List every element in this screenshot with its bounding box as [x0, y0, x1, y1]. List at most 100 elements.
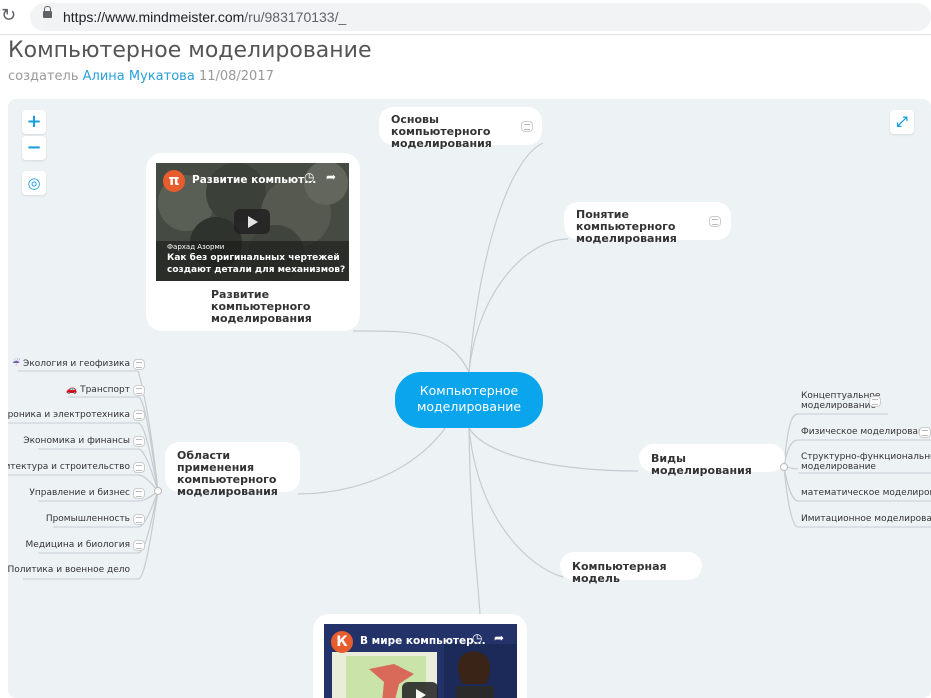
list-item-label-line2: моделирование [801, 401, 876, 411]
root-line2: моделирование [416, 399, 522, 414]
list-item-label: Политика и военное дело [8, 565, 130, 575]
branch-oblasti[interactable]: Области применения компьютерного моделир… [165, 442, 300, 498]
channel-avatar: π [163, 170, 185, 192]
list-item-label: Имитационное моделирование [801, 514, 931, 524]
clock-icon[interactable]: ◷ [304, 170, 315, 184]
note-icon[interactable] [133, 436, 145, 447]
list-item-label: Управление и бизнес [29, 488, 130, 498]
list-item[interactable]: ☔ Экология и геофизика [12, 359, 130, 369]
note-icon[interactable] [133, 488, 145, 499]
branch-razvitie-line3: моделирования [211, 312, 312, 325]
created-date: 11/08/2017 [198, 69, 274, 84]
clock-icon[interactable]: ◷ [472, 631, 483, 645]
list-item-label: Электроника и электротехника [8, 410, 130, 420]
mindmap-canvas[interactable]: + − ◎ ⤢ Компьютерное моделирование Основ… [8, 99, 931, 698]
zoom-out-button[interactable]: − [22, 136, 46, 160]
note-icon[interactable] [133, 514, 145, 525]
branch-osnovy-line2: моделирования [391, 137, 492, 150]
list-item-label: Физическое моделирование [801, 427, 931, 437]
collapse-toggle[interactable] [154, 487, 162, 495]
branch-vidy[interactable]: Виды моделирования [639, 444, 785, 477]
car-icon: 🚗 [66, 385, 78, 395]
lock-icon [43, 6, 52, 18]
note-icon[interactable] [869, 396, 881, 407]
branch-razvitie-label: Развитие компьютерного моделирования [211, 289, 312, 325]
share-icon[interactable]: ➦ [326, 170, 337, 184]
branch-oblasti-line1: Области применения [177, 449, 255, 474]
reload-icon[interactable]: ↻ [1, 5, 17, 26]
creator-link[interactable]: Алина Мукатова [82, 69, 195, 84]
list-item[interactable]: Имитационное моделирование [801, 514, 931, 524]
branch-oblasti-line3: моделирования [177, 485, 278, 498]
video-title[interactable]: Развитие компьют... [192, 174, 317, 186]
list-item-label: математическое моделирование [801, 488, 931, 498]
list-item[interactable]: Промышленность [46, 514, 130, 524]
branch-vidy-label: Виды моделирования [651, 452, 752, 477]
map-meta: создатель Алина Мукатова 11/08/2017 [8, 69, 274, 84]
branch-osnovy[interactable]: Основы компьютерного моделирования [379, 107, 542, 150]
page-title: Компьютерное моделирование [8, 38, 372, 63]
branch-ponyatie-line2: моделирования [576, 232, 677, 245]
branch-razvitie-line1: Развитие [211, 288, 270, 301]
video-razvitie[interactable]: π Развитие компьют... ◷ ➦ Фархад Азорми … [156, 163, 349, 281]
url-host: https://www.mindmeister.com [63, 9, 245, 25]
list-item[interactable]: Архитектура и строительство [8, 462, 130, 472]
list-item-label-line2: моделирование [801, 462, 876, 472]
zoom-in-button[interactable]: + [22, 110, 46, 134]
list-item[interactable]: Политика и военное дело [8, 565, 130, 575]
list-item[interactable]: математическое моделирование [801, 488, 931, 498]
video-caption-line2: создают детали для механизмов? [167, 265, 346, 275]
play-button[interactable] [402, 682, 438, 698]
video-author: Фархад Азорми [167, 243, 225, 251]
video-v-mire-thumbnail [324, 624, 517, 698]
list-item-label: Промышленность [45, 514, 130, 524]
list-item-label: Архитектура и строительство [8, 462, 130, 472]
note-icon[interactable] [133, 462, 145, 473]
branch-model-label: Компьютерная модель [572, 560, 667, 585]
list-item-label: Транспорт [80, 385, 130, 395]
list-item[interactable]: Электроника и электротехника [8, 410, 130, 420]
branch-ponyatie-line1: Понятие компьютерного [576, 208, 676, 233]
list-item[interactable]: Концептуальное моделирование [801, 391, 880, 411]
collapse-toggle[interactable] [780, 463, 788, 471]
video-title[interactable]: В мире компьютер... [360, 635, 486, 647]
note-icon[interactable] [133, 410, 145, 421]
branch-video-2[interactable]: К В мире компьютер... ◷ ➦ [313, 614, 527, 698]
list-item[interactable]: Управление и бизнес [29, 488, 130, 498]
list-item[interactable]: 🚗 Транспорт [66, 385, 130, 395]
list-item[interactable]: Медицина и биология [26, 540, 130, 550]
branch-razvitie-line2: компьютерного [211, 300, 311, 313]
note-icon[interactable] [133, 385, 145, 396]
list-item[interactable]: Физическое моделирование [801, 427, 931, 437]
creator-label: создатель [8, 69, 79, 84]
fullscreen-icon[interactable]: ⤢ [890, 110, 914, 134]
url-text: https://www.mindmeister.com/ru/983170133… [63, 9, 346, 25]
play-button[interactable] [234, 209, 270, 234]
channel-avatar: К [331, 631, 353, 653]
note-icon[interactable] [919, 427, 931, 438]
note-icon[interactable] [133, 540, 145, 551]
note-icon[interactable] [521, 121, 533, 132]
umbrella-icon: ☔ [12, 359, 21, 369]
list-item[interactable]: Экономика и финансы [23, 436, 130, 446]
url-field[interactable]: https://www.mindmeister.com/ru/983170133… [30, 3, 931, 31]
url-path: /ru/983170133/_ [244, 9, 347, 25]
list-item-label: Экология и геофизика [23, 359, 130, 369]
branch-razvitie[interactable]: π Развитие компьют... ◷ ➦ Фархад Азорми … [146, 153, 360, 331]
share-icon[interactable]: ➦ [494, 631, 505, 645]
list-item-label: Структурно-функциональное [801, 452, 931, 462]
branch-ponyatie[interactable]: Понятие компьютерного моделирования [564, 202, 731, 245]
root-node[interactable]: Компьютерное моделирование [395, 372, 543, 428]
branch-model[interactable]: Компьютерная модель [560, 552, 702, 585]
center-map-icon[interactable]: ◎ [22, 171, 46, 195]
note-icon[interactable] [133, 359, 145, 370]
note-icon[interactable] [709, 216, 721, 227]
branch-oblasti-line2: компьютерного [177, 473, 277, 486]
list-item-label: Медицина и биология [25, 540, 130, 550]
list-item[interactable]: Структурно-функциональное моделирование [801, 452, 931, 472]
branch-osnovy-line1: Основы компьютерного [391, 113, 491, 138]
list-item-label: Концептуальное [801, 391, 881, 401]
video-v-mire[interactable]: К В мире компьютер... ◷ ➦ [324, 624, 517, 698]
browser-address-bar: ↻ https://www.mindmeister.com/ru/9831701… [0, 0, 931, 35]
video-caption-line1: Как без оригинальных чертежей [167, 253, 340, 263]
